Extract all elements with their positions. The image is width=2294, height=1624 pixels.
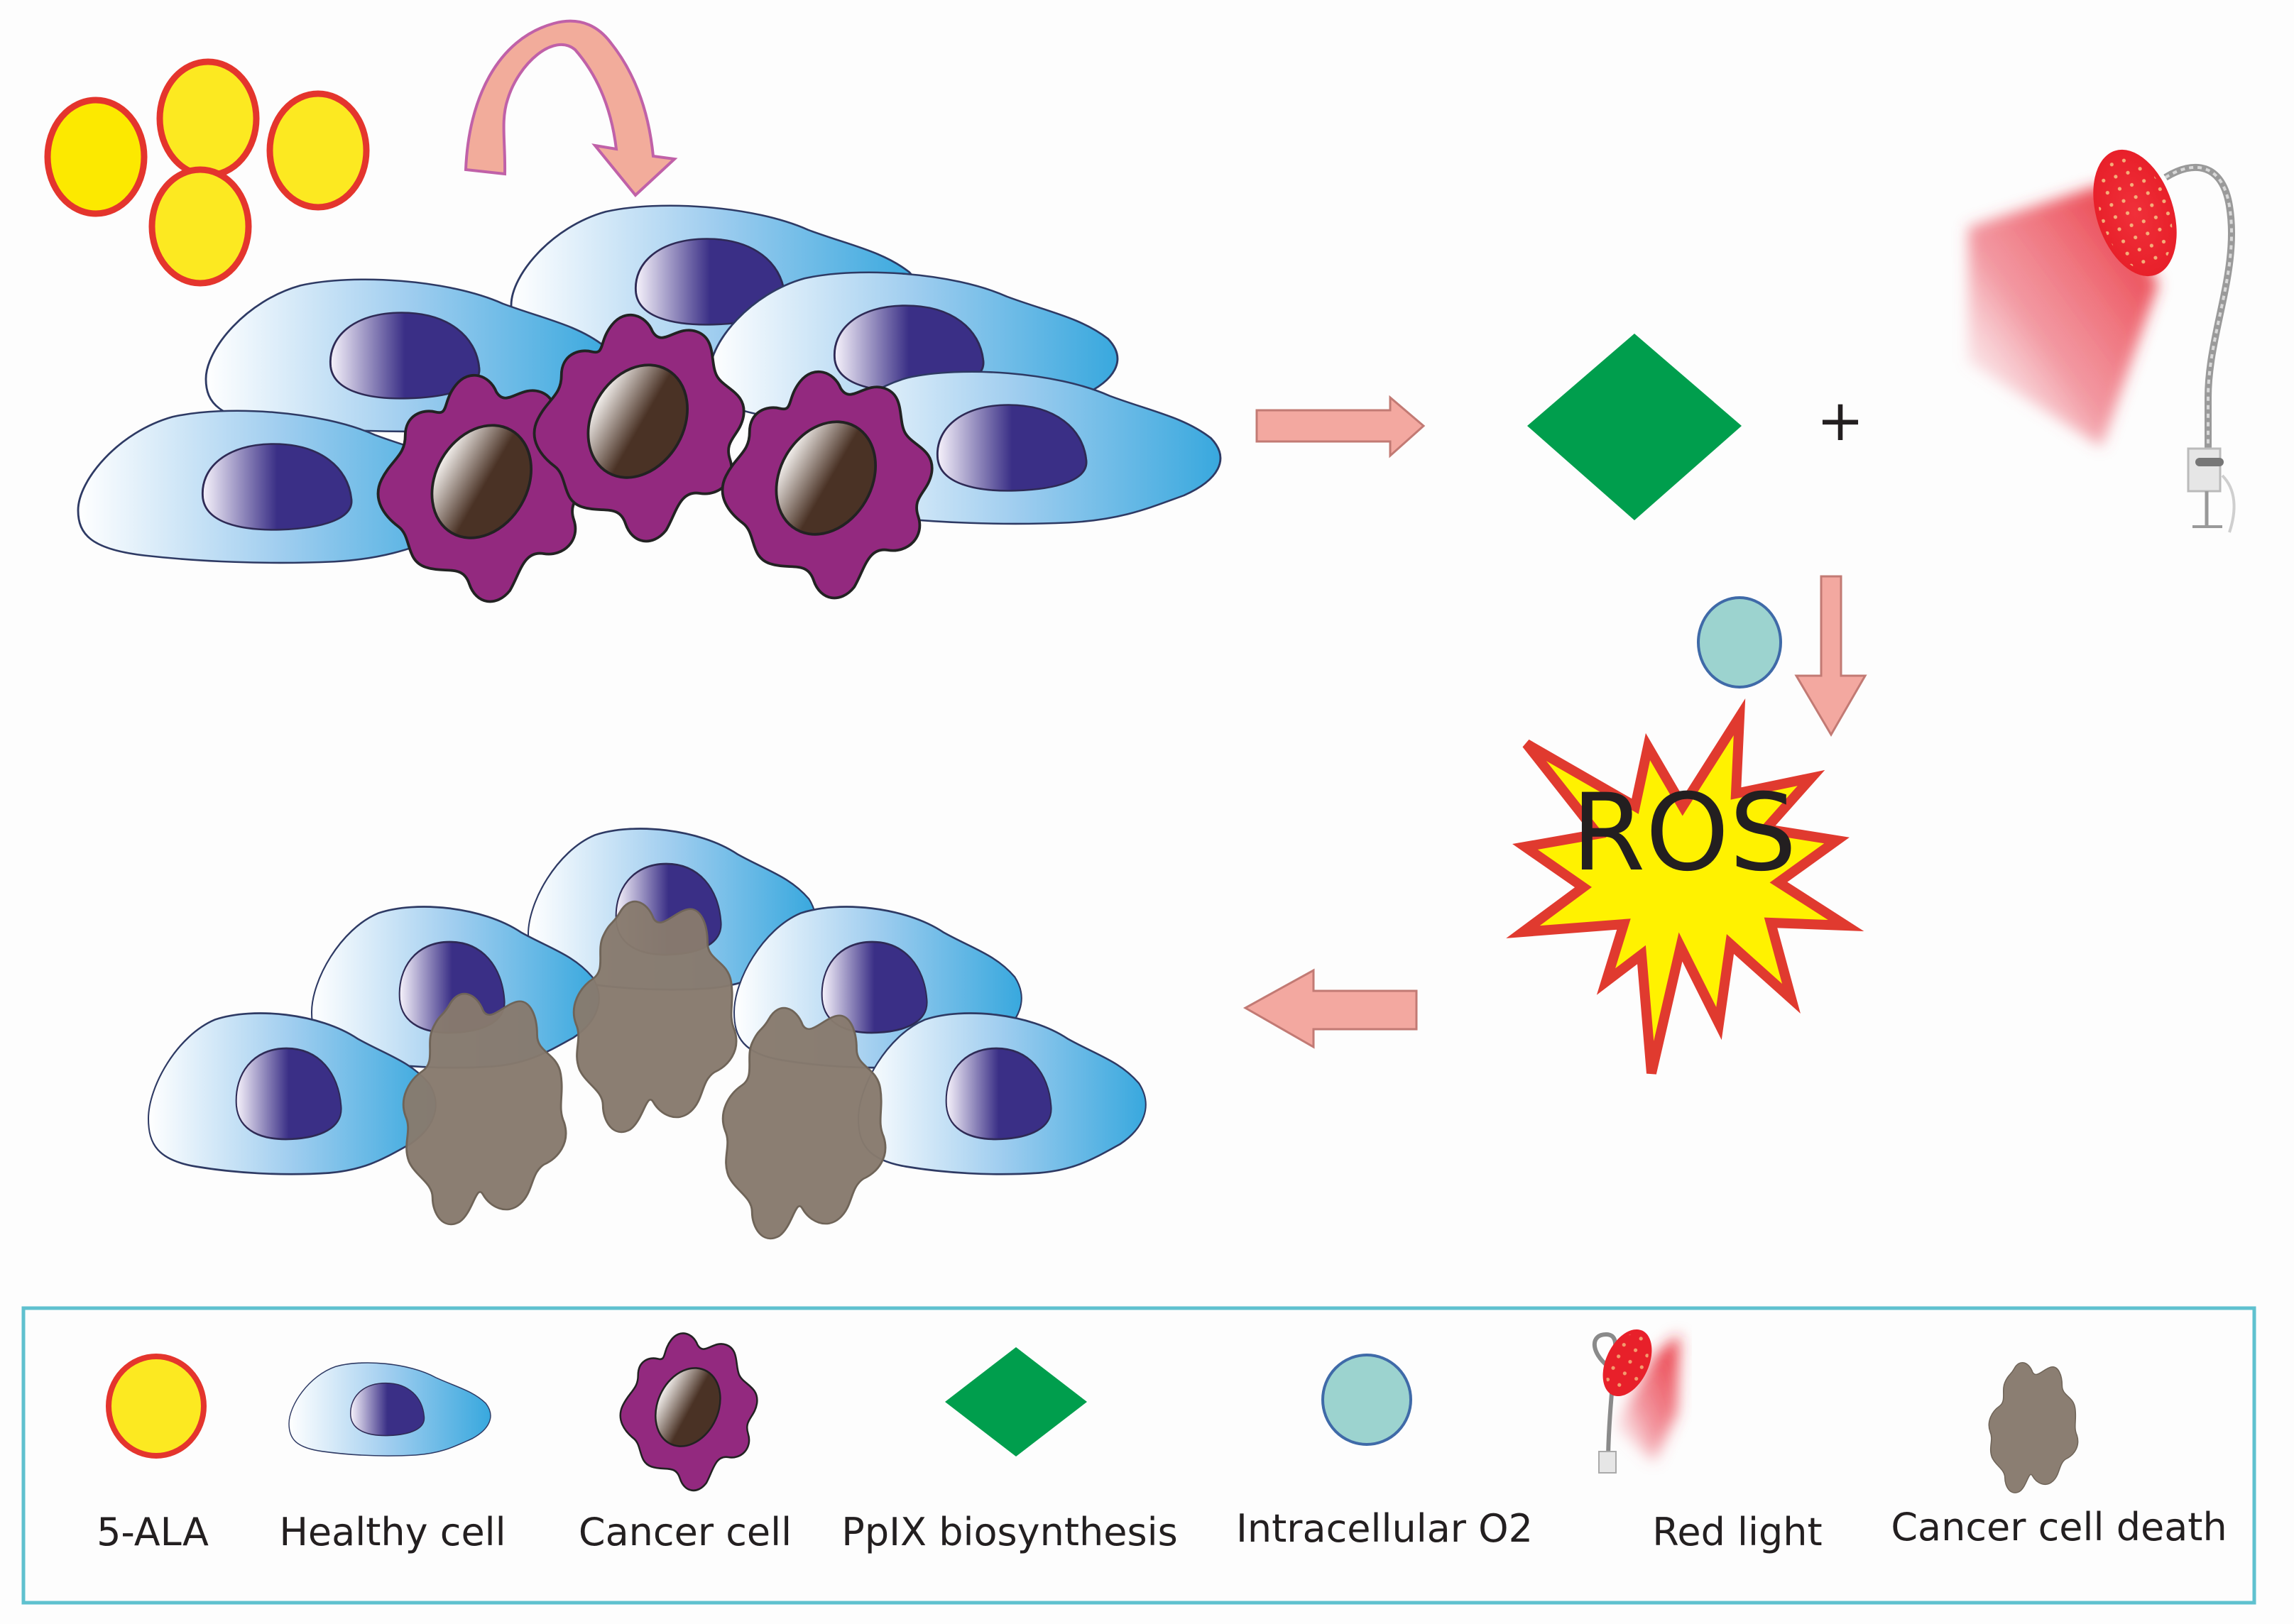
red-light-lamp [1968, 149, 2236, 533]
lamp-arm [2163, 163, 2235, 454]
initial-cell-cluster [77, 204, 1222, 603]
ppix-icon [945, 1347, 1087, 1456]
left-arrow [1242, 968, 1418, 1049]
ala-molecule [156, 58, 260, 179]
ala-icon [106, 1354, 207, 1459]
healthy-cell [857, 1012, 1147, 1175]
legend-label: Intracellular O2 [1236, 1506, 1533, 1551]
ala-molecule [44, 97, 148, 217]
o2-molecule [1697, 596, 1782, 688]
ros-label: ROS [1571, 772, 1797, 895]
legend-item-cancer: Cancer cell [579, 1332, 792, 1554]
plus-sign: + [1816, 388, 1864, 454]
lamp-clamp [2187, 447, 2222, 493]
ros-star [1506, 698, 1864, 1075]
ala-molecules [44, 58, 370, 287]
legend-label: Cancer cell [579, 1510, 792, 1554]
o2-icon [1321, 1354, 1412, 1446]
legend-item-ala: 5-ALA [97, 1354, 209, 1554]
legend-label: Healthy cell [279, 1510, 506, 1554]
right-arrow [1255, 395, 1426, 459]
ppix-diamond [1527, 334, 1742, 520]
curved-uptake-arrow [464, 19, 678, 197]
legend-label: Cancer cell death [1891, 1505, 2227, 1549]
legend-item-light: Red light [1592, 1329, 1823, 1554]
legend-item-o2: Intracellular O2 [1236, 1354, 1533, 1551]
legend-box [21, 1306, 2256, 1605]
legend-label: Red light [1652, 1510, 1822, 1554]
legend: 5-ALA Healthy cell Cancer cell PpIX bios… [21, 1306, 2256, 1605]
legend-item-death: Cancer cell death [1891, 1361, 2227, 1549]
legend-label: 5-ALA [97, 1510, 209, 1554]
ala-molecule [148, 166, 252, 287]
treated-cell-cluster [147, 828, 1147, 1240]
legend-label: PpIX biosynthesis [841, 1510, 1177, 1554]
ros-burst: ROS [1506, 698, 1864, 1075]
legend-item-healthy: Healthy cell [279, 1362, 506, 1554]
legend-item-ppix: PpIX biosynthesis [841, 1347, 1178, 1554]
ala-molecule [266, 90, 370, 211]
down-arrow [1794, 575, 1867, 737]
